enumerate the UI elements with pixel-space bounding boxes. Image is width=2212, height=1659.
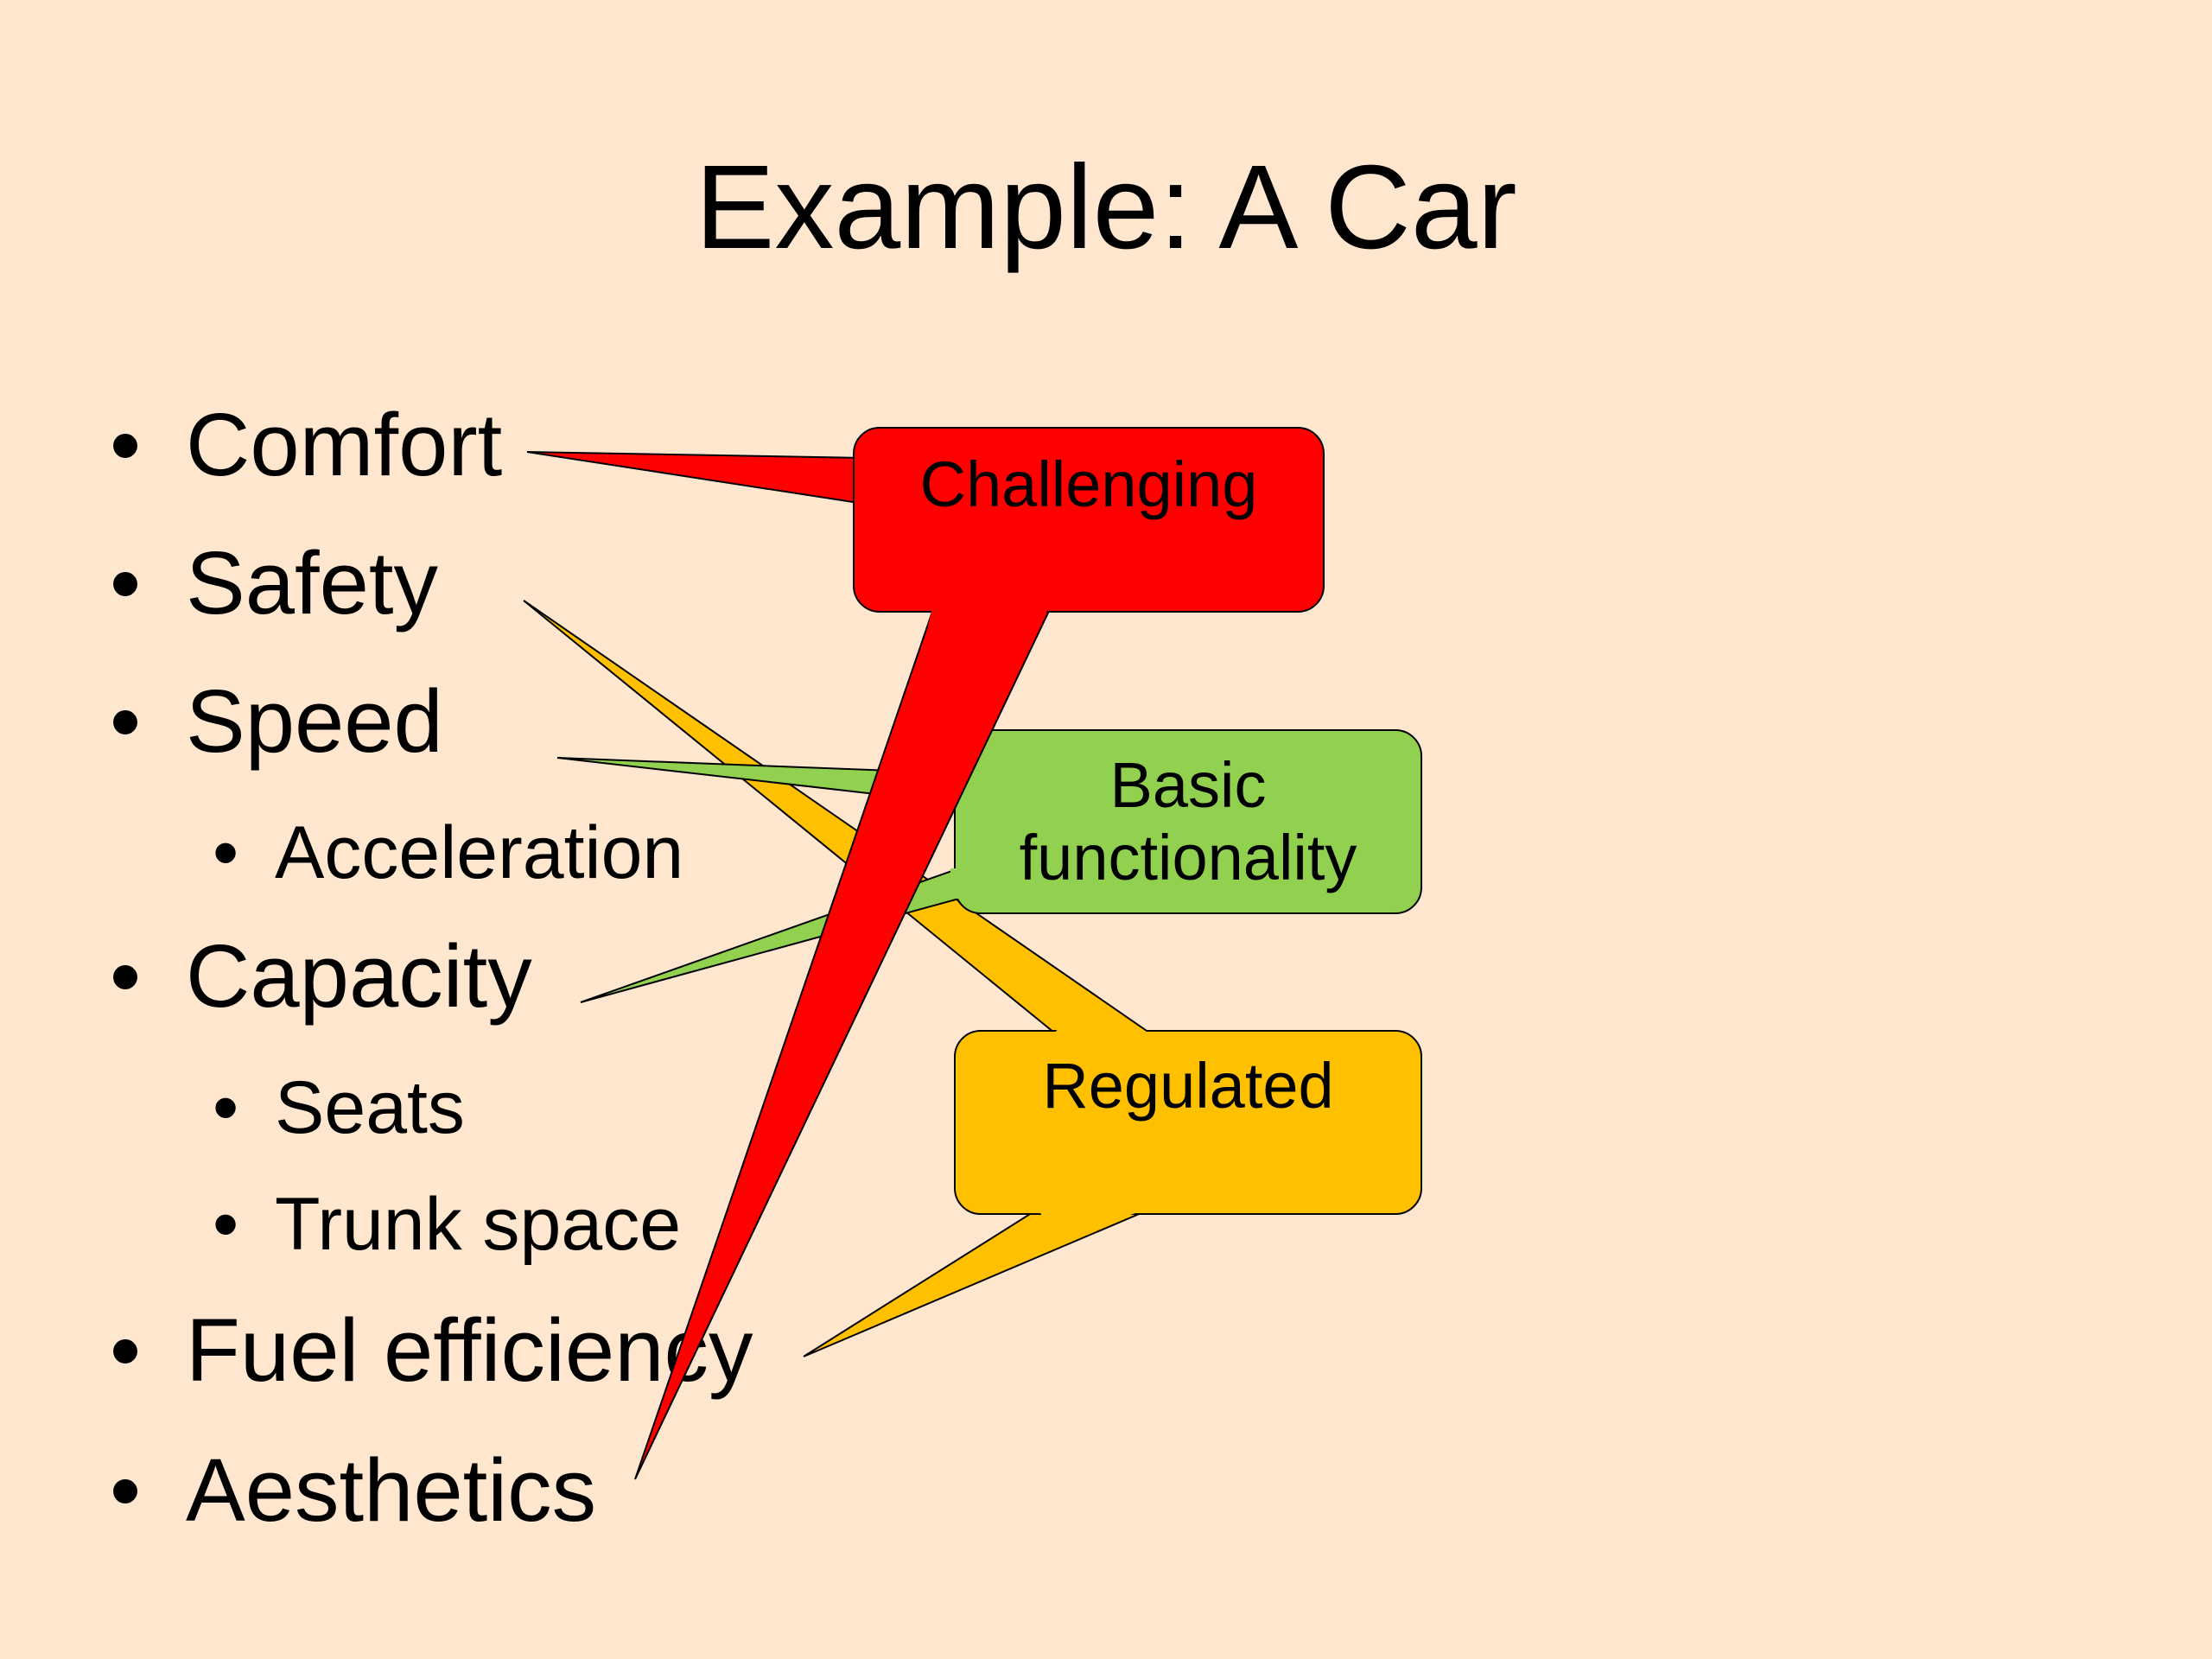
bullet-seats: • Seats: [213, 1065, 465, 1151]
bullet-text: Aesthetics: [186, 1440, 597, 1540]
basic-box: [954, 729, 1422, 914]
bullet-text: Acceleration: [275, 811, 684, 894]
regulated-callout: [523, 600, 1422, 1357]
regulated-label: Regulated: [1042, 1050, 1334, 1122]
challenging-callout: [526, 427, 1325, 1480]
bullet-text: Fuel efficiency: [186, 1300, 753, 1400]
bullet-capacity: • Capacity: [110, 925, 532, 1028]
challenging-box: [853, 427, 1325, 613]
bullet-dot: •: [213, 811, 239, 894]
regulated-pointer-fuel: [803, 1209, 1150, 1357]
bullet-speed: • Speed: [110, 670, 443, 773]
bullet-trunk-space: • Trunk space: [213, 1181, 682, 1268]
bullet-dot: •: [110, 533, 142, 632]
bullet-acceleration: • Acceleration: [213, 810, 684, 896]
bullet-text: Safety: [186, 533, 439, 632]
bullet-safety: • Safety: [110, 531, 439, 635]
bullet-dot: •: [213, 1066, 239, 1149]
challenging-label: Challenging: [919, 448, 1258, 520]
bullet-dot: •: [110, 1300, 142, 1400]
bullet-dot: •: [110, 1440, 142, 1540]
basic-label-line2: functionality: [1019, 822, 1357, 893]
bullet-text: Speed: [186, 671, 443, 771]
basic-label-line1: Basic: [1109, 749, 1267, 821]
challenging-pointer-comfort: [526, 451, 865, 505]
slide-title: Example: A Car: [695, 141, 1517, 274]
bullet-dot: •: [110, 395, 142, 494]
bullet-text: Comfort: [186, 395, 503, 494]
bullet-text: Capacity: [186, 926, 532, 1026]
bullet-text: Trunk space: [275, 1183, 682, 1266]
bullet-text: Seats: [275, 1066, 465, 1149]
bullet-comfort: • Comfort: [110, 393, 503, 497]
bullet-dot: •: [110, 926, 142, 1026]
bullet-aesthetics: • Aesthetics: [110, 1439, 597, 1542]
bullet-dot: •: [110, 671, 142, 771]
bullet-fuel-efficiency: • Fuel efficiency: [110, 1299, 753, 1402]
bullet-dot: •: [213, 1183, 239, 1266]
regulated-box: [954, 1030, 1422, 1215]
